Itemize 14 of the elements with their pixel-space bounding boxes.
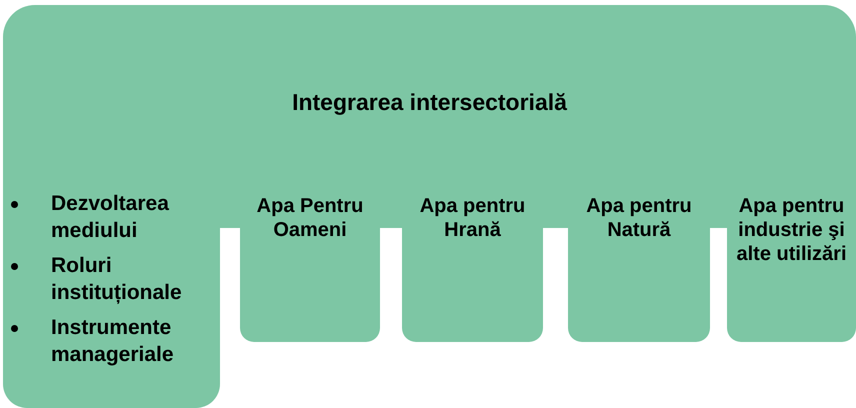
list-item: Dezvoltarea mediului <box>51 191 170 244</box>
list-item: Instrumente manageriale <box>51 315 175 368</box>
title-text: Integrarea intersectorială <box>292 89 567 117</box>
column-box <box>402 180 543 342</box>
column-box <box>3 180 220 408</box>
list-item: Roluri instituționale <box>51 253 183 306</box>
banner-shape <box>3 5 856 180</box>
column-box <box>727 180 856 342</box>
column-text: Apa pentru Natură <box>585 194 693 242</box>
column-text: Apa pentru industrie şi alte utilizări <box>735 194 848 266</box>
column-text: Apa Pentru Oameni <box>256 194 364 242</box>
column-box <box>568 180 710 342</box>
column-text: Apa pentru Hrană <box>418 194 526 242</box>
column-box <box>240 180 380 342</box>
